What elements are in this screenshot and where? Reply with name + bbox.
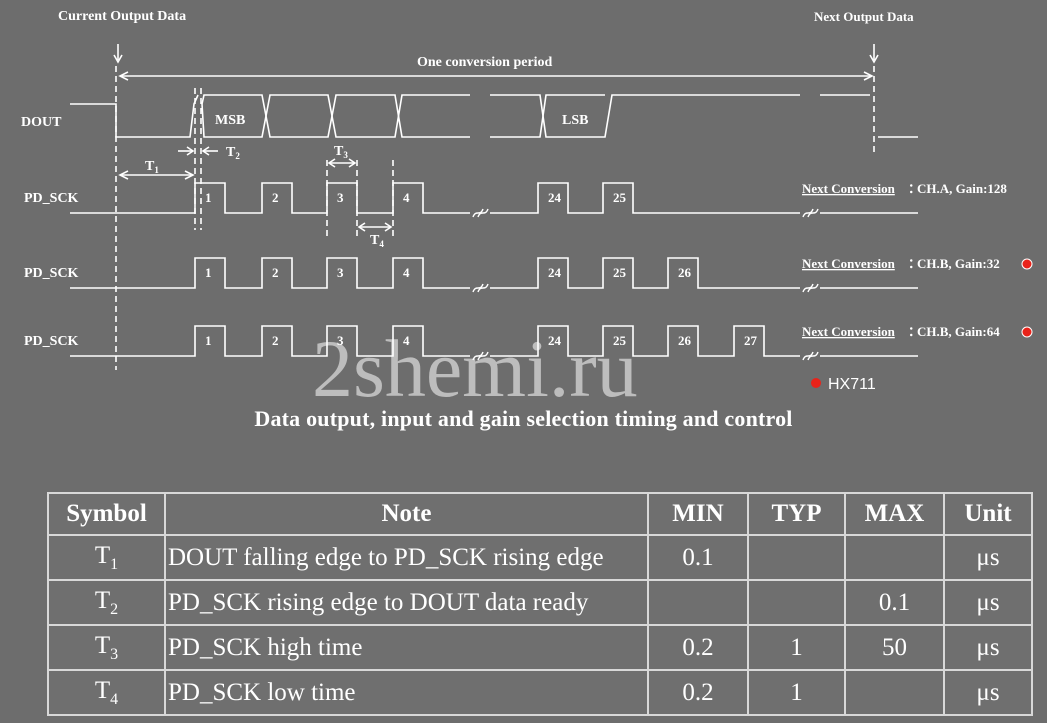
max-cell: 50 [844, 624, 945, 671]
header-symbol: Symbol [47, 492, 166, 536]
watermark: 2shemi.ru [312, 323, 638, 400]
msb-label: MSB [215, 113, 245, 128]
next-conversion-info: CH.B, Gain:64 [917, 324, 1000, 339]
header-max: MAX [844, 492, 945, 536]
pulse-number: 24 [548, 190, 562, 205]
table-header-row: Symbol Note MIN TYP MAX Unit [47, 492, 1033, 536]
min-cell: 0.2 [647, 669, 749, 716]
min-cell [647, 579, 749, 626]
note-cell: PD_SCK high time [164, 624, 649, 671]
min-cell: 0.1 [647, 534, 749, 581]
pulse-number: 27 [744, 333, 758, 348]
symbol-cell: T4 [47, 669, 166, 716]
typ-cell: 1 [747, 669, 846, 716]
pulse-number: 1 [205, 333, 212, 348]
red-dot-icon [1021, 258, 1033, 270]
symbol-cell: T3 [47, 624, 166, 671]
min-cell: 0.2 [647, 624, 749, 671]
symbol-cell: T2 [47, 579, 166, 626]
colon-separator: ： [908, 256, 921, 271]
unit-cell: μs [943, 534, 1033, 581]
symbol-cell: T1 [47, 534, 166, 581]
timing-diagram: Current Output Data Next Output Data One… [21, 9, 1033, 400]
next-conversion-info: CH.A, Gain:128 [917, 181, 1007, 196]
pulse-number: 4 [403, 190, 410, 205]
pulse-number: 26 [678, 333, 692, 348]
pd-sck-label: PD_SCK [24, 191, 79, 206]
hx711-dot-icon [811, 378, 821, 388]
pulse-number: 1 [205, 190, 212, 205]
next-conversion-label: Next Conversion [802, 324, 896, 339]
dout-label: DOUT [21, 115, 62, 130]
current-output-label: Current Output Data [58, 9, 186, 24]
pulse-number: 26 [678, 265, 692, 280]
header-unit: Unit [943, 492, 1033, 536]
note-cell: PD_SCK rising edge to DOUT data ready [164, 579, 649, 626]
pulse-number: 4 [403, 333, 410, 348]
max-cell: 0.1 [844, 579, 945, 626]
next-conversion-label: Next Conversion [802, 181, 896, 196]
pulse-number: 2 [272, 265, 279, 280]
next-output-label: Next Output Data [814, 9, 914, 24]
conversion-period-label: One conversion period [417, 55, 553, 70]
lsb-label: LSB [562, 113, 588, 128]
t3-label: T3 [334, 144, 348, 160]
t4-label: T4 [370, 233, 384, 249]
diagram-caption: Data output, input and gain selection ti… [254, 406, 793, 431]
red-dot-icon [1021, 326, 1033, 338]
pulse-number: 25 [613, 190, 627, 205]
pulse-number: 3 [337, 333, 344, 348]
next-conversion-label: Next Conversion [802, 256, 896, 271]
colon-separator: ： [908, 324, 921, 339]
typ-cell: 1 [747, 624, 846, 671]
hx711-label: HX711 [828, 376, 876, 393]
t1-label: T1 [145, 159, 159, 175]
typ-cell [747, 534, 846, 581]
pd-sck-label: PD_SCK [24, 334, 79, 349]
pulse-number: 25 [613, 265, 627, 280]
pulse-number: 24 [548, 333, 562, 348]
header-note: Note [164, 492, 649, 536]
pulse-number: 2 [272, 190, 279, 205]
unit-cell: μs [943, 669, 1033, 716]
max-cell [844, 669, 945, 716]
note-cell: DOUT falling edge to PD_SCK rising edge [164, 534, 649, 581]
unit-cell: μs [943, 624, 1033, 671]
max-cell [844, 534, 945, 581]
pulse-number: 4 [403, 265, 410, 280]
t2-label: T2 [226, 145, 240, 161]
pulse-number: 2 [272, 333, 279, 348]
pulse-number: 3 [337, 190, 344, 205]
pulse-number: 3 [337, 265, 344, 280]
pulse-number: 24 [548, 265, 562, 280]
pd-sck-label: PD_SCK [24, 266, 79, 281]
pulse-number: 1 [205, 265, 212, 280]
note-cell: PD_SCK low time [164, 669, 649, 716]
unit-cell: μs [943, 579, 1033, 626]
colon-separator: ： [908, 181, 921, 196]
header-typ: TYP [747, 492, 846, 536]
typ-cell [747, 579, 846, 626]
pulse-number: 25 [613, 333, 627, 348]
next-conversion-info: CH.B, Gain:32 [917, 256, 1000, 271]
header-min: MIN [647, 492, 749, 536]
